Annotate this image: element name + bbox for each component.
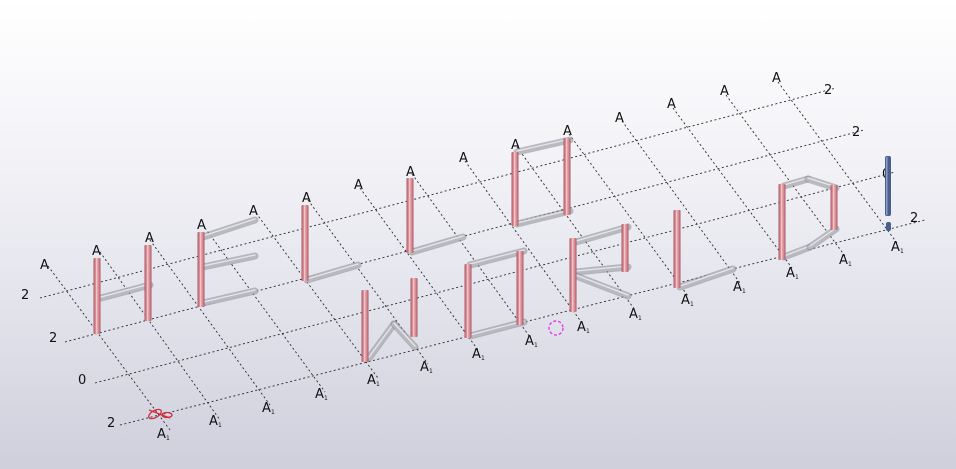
steel-beam[interactable] [466,318,528,340]
steel-column[interactable] [569,238,577,312]
grid-axis-label-bottom: A [262,401,271,416]
grid-axis-label-subscript: 1 [900,248,904,255]
steel-column[interactable] [361,290,369,362]
grid-axis-label-bottom: A [209,414,218,429]
steel-column[interactable] [93,258,101,334]
steel-beam[interactable] [408,233,467,256]
grid-axis-label-top: A [615,111,624,126]
grid-axis-label-bottom: A [891,240,900,255]
exclamation-column[interactable] [885,156,891,216]
grid-axis-label-top: A [145,231,154,246]
grid-labels: 22022202AAAAAAAAAAAAAAAA1A1A1A1A1A1A1A1A… [21,71,918,442]
steel-beam[interactable] [780,243,814,261]
grid-axis-label-bottom: A [681,293,690,308]
steel-beam[interactable] [199,216,259,241]
grid-axis-label-top: A [302,191,311,206]
steel-column[interactable] [197,232,205,307]
grid-axis-label-subscript: 1 [271,409,275,416]
grid-axis-label-top: A [40,258,49,273]
grid-axis-label-top: A [459,151,468,166]
steel-beam[interactable] [390,320,419,351]
grid-axis-label-bottom: A [472,347,481,362]
grid-axis-label-top: A [511,138,520,153]
steel-column[interactable] [621,224,629,272]
grid-axis-label-top: A [720,84,729,99]
steel-column[interactable] [464,264,472,338]
steel-column[interactable] [144,245,152,321]
steel-column[interactable] [410,278,418,337]
model-columns[interactable] [93,138,838,362]
grid-axis-label-bottom: A [525,334,534,349]
grid-axis-label-bottom: A [315,387,324,402]
steel-column[interactable] [516,251,524,325]
steel-column[interactable] [778,184,786,260]
grid-axis-label-bottom: A [839,253,848,268]
steel-beam[interactable] [806,225,840,251]
steel-beam[interactable] [780,175,812,190]
grid-axis-label-bottom: A [733,280,742,295]
grid-axis-label-subscript: 1 [534,342,538,349]
grid-label-right-2-c: 2 [910,211,918,226]
steel-column[interactable] [511,152,519,226]
origin-marker-icon[interactable] [147,407,173,420]
grid-axis-label-subscript: 1 [848,261,852,268]
steel-beam[interactable] [513,207,574,228]
grid-axis-label-top: A [92,244,101,259]
grid-label-row-2-top: 2 [21,288,29,303]
grid-axis-label-bottom: A [420,360,429,375]
grid-axis-label-subscript: 1 [690,301,694,308]
grid-axis-label-bottom: A [629,307,638,322]
grid-axis-label-bottom: A [786,266,795,281]
steel-beam[interactable] [199,252,259,271]
model-beams[interactable] [97,136,840,362]
exclamation-mark-members[interactable] [885,156,891,231]
grid-label-row-2-bottom: 2 [107,416,115,431]
grid-axis-label-subscript: 1 [795,274,799,281]
grid-axis-label-bottom: A [367,373,376,388]
steel-beam[interactable] [199,287,259,307]
grid-axis-label-subscript: 1 [638,315,642,322]
grid-axis-label-top: A [667,97,676,112]
grid-label-row-0: 0 [78,373,86,388]
grid-axis-label-bottom: A [157,427,166,442]
grid-label-right-2-a: 2 [824,83,832,98]
steel-beam[interactable] [513,136,574,156]
exclamation-dot[interactable] [886,222,891,231]
grid-axis-label-top: A [197,218,206,233]
grid-axis-label-top: A [563,124,572,139]
steel-beam[interactable] [572,263,632,276]
steel-beam[interactable] [365,320,398,362]
steel-column[interactable] [830,185,838,230]
selection-marker[interactable] [548,320,564,336]
grid-axis-label-subscript: 1 [376,381,380,388]
steel-beam[interactable] [572,223,632,246]
steel-beam[interactable] [572,272,632,300]
steel-column[interactable] [673,210,681,288]
steel-beam[interactable] [466,247,528,269]
grid-axis-label-subscript: 1 [742,288,746,295]
steel-column[interactable] [301,205,309,281]
grid-axis-label-subscript: 1 [218,422,222,429]
grid-axis-label-bottom: A [577,320,586,335]
steel-beam[interactable] [303,261,362,284]
steel-beam[interactable] [676,265,737,291]
grid-axis-label-top: A [406,165,415,180]
grid-axis-label-subscript: 1 [166,435,170,442]
grid-axis-label-top: A [354,178,363,193]
grid-label-row-2-mid: 2 [49,331,57,346]
steel-column[interactable] [406,178,414,253]
steel-column[interactable] [563,138,571,215]
exclamation-column-highlight [886,157,888,215]
grid-axis-label-top: A [772,71,781,86]
grid-axis-label-top: A [249,204,258,219]
grid-label-right-2-b: 2 [852,125,860,140]
grid-axis-label-subscript: 1 [586,328,590,335]
grid-axis-label-subscript: 1 [481,355,485,362]
grid-axis-label-subscript: 1 [324,395,328,402]
grid-axis-label-subscript: 1 [429,368,433,375]
steel-beam[interactable] [97,281,154,302]
